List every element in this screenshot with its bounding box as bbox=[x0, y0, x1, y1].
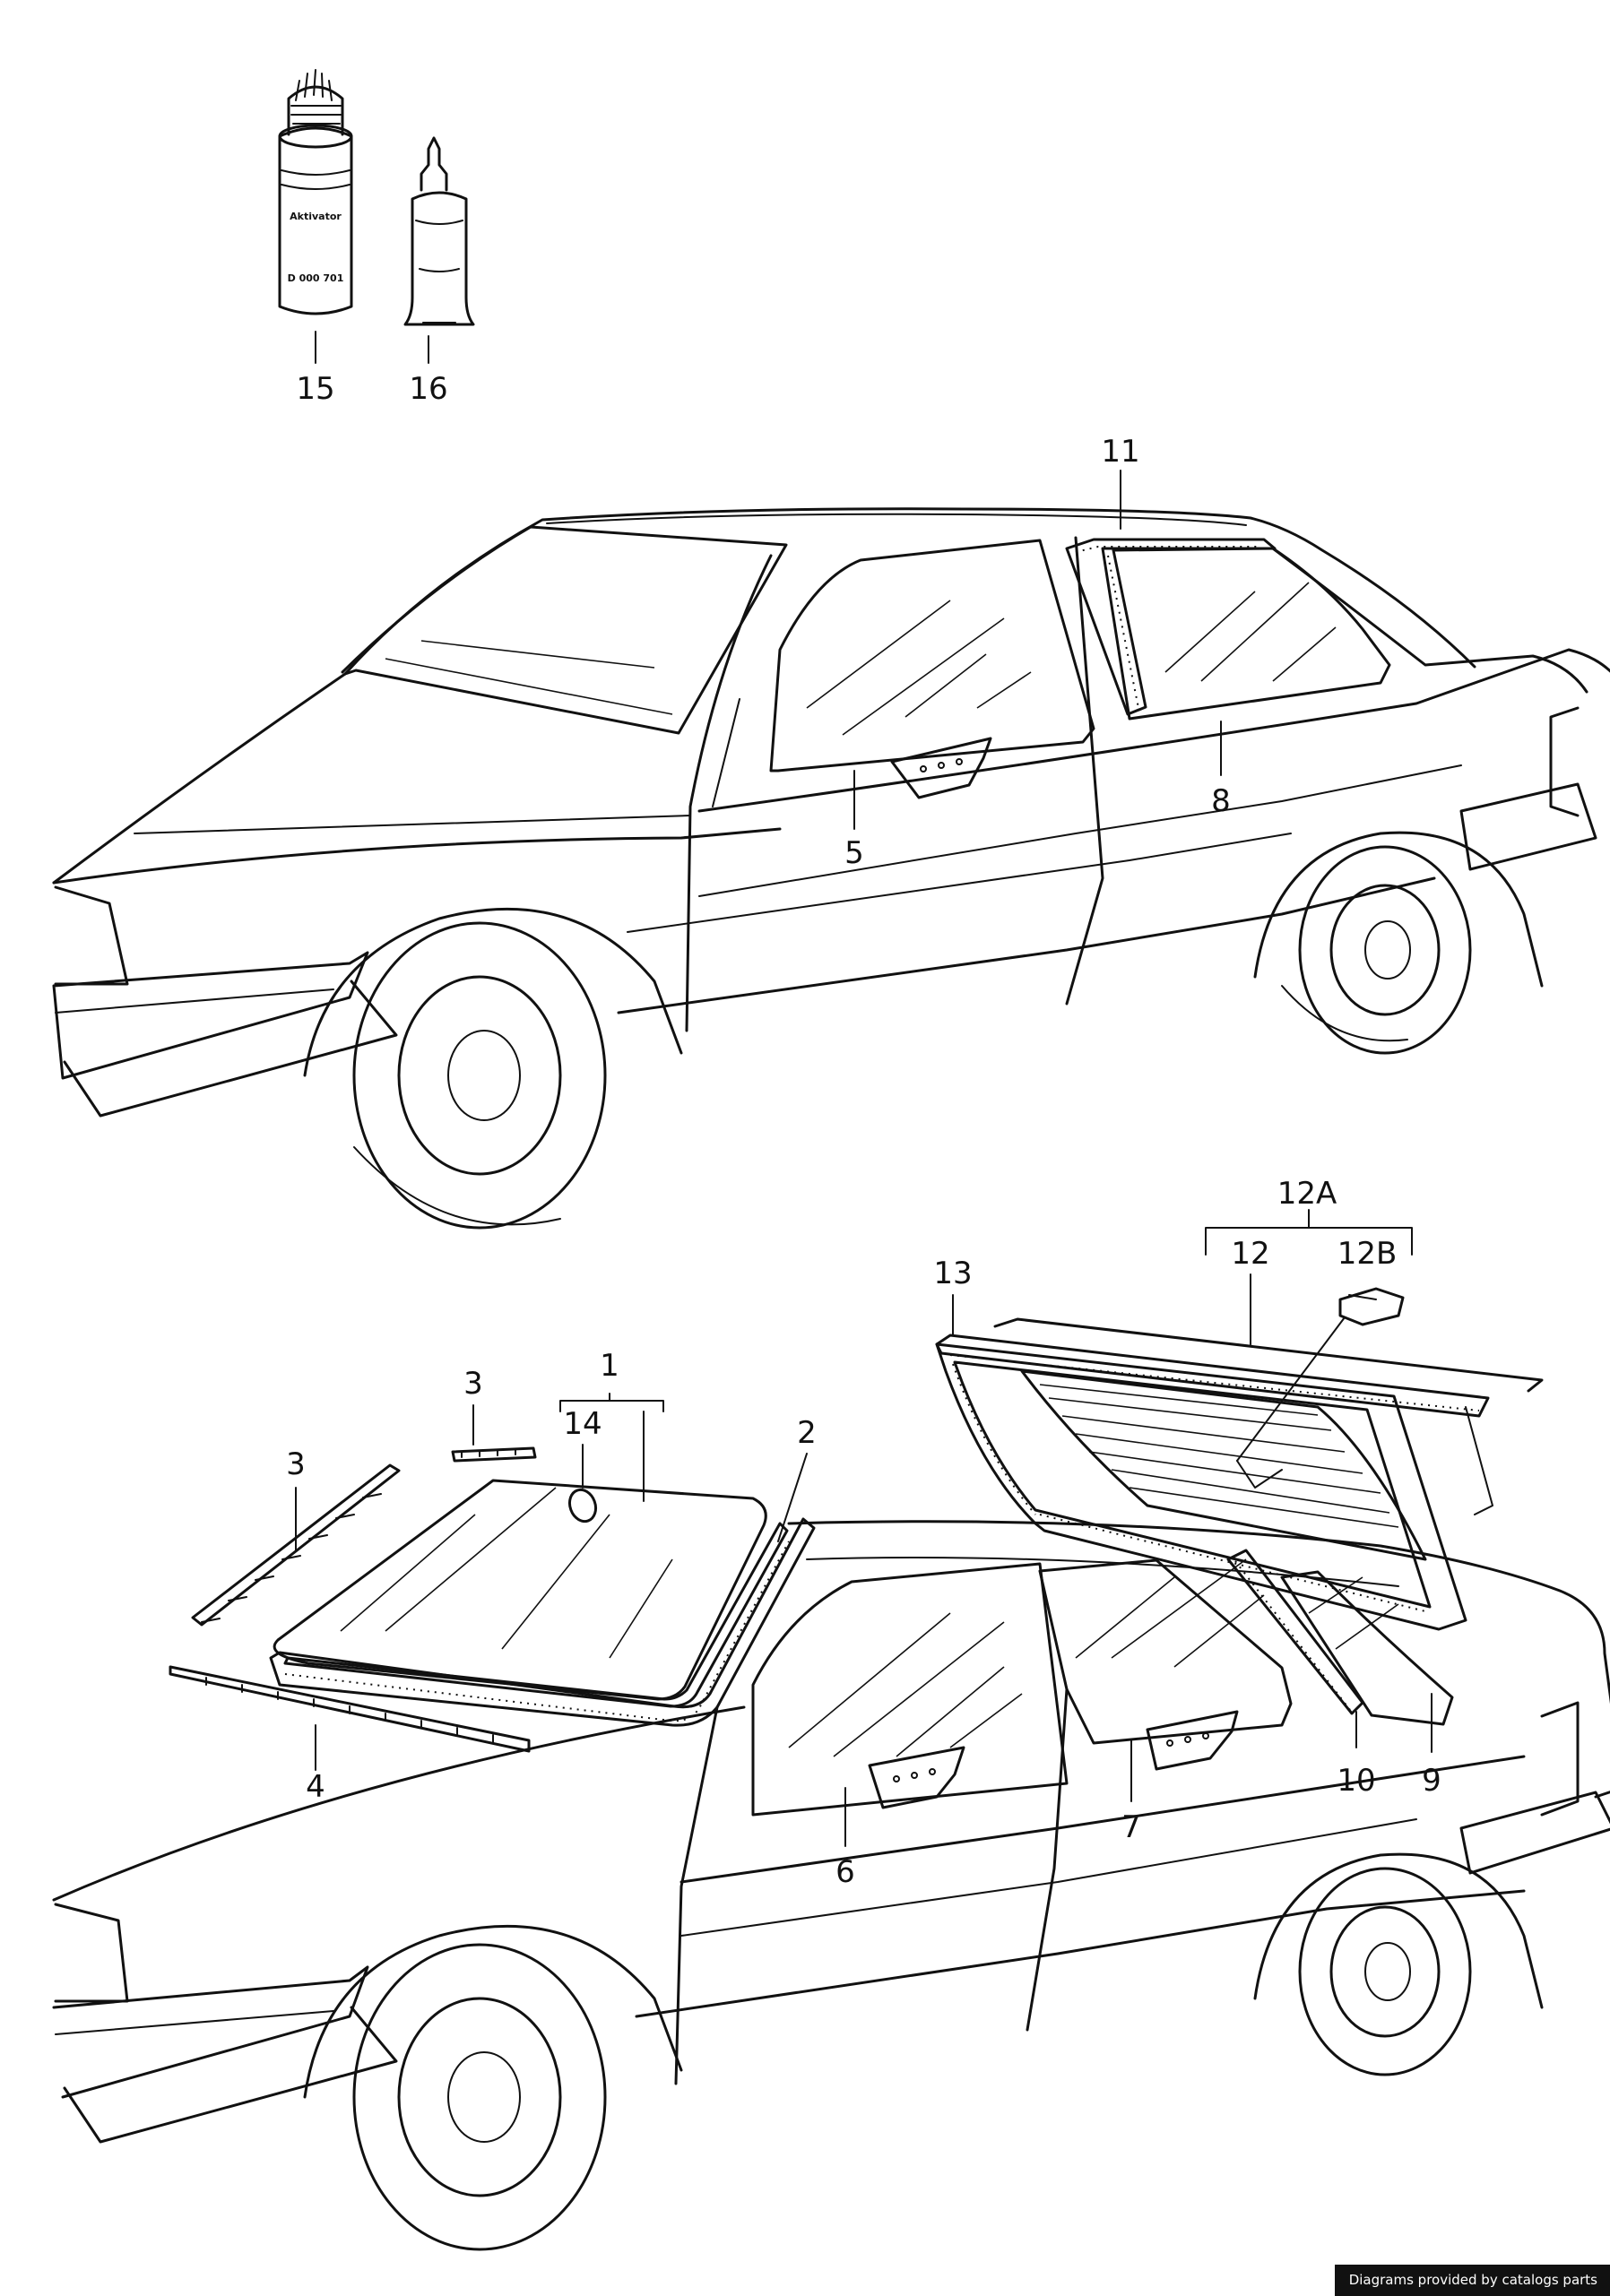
callout-13: 13 bbox=[933, 1256, 972, 1291]
activator-code: D 000 701 bbox=[288, 272, 344, 284]
callout-14: 14 bbox=[563, 1406, 602, 1442]
callout-12B: 12B bbox=[1337, 1236, 1398, 1272]
callout-12A: 12A bbox=[1277, 1176, 1337, 1212]
callout-10: 10 bbox=[1337, 1763, 1375, 1799]
callout-9: 9 bbox=[1422, 1763, 1441, 1799]
windscreen-1 bbox=[273, 1479, 767, 1701]
callout-7: 7 bbox=[1121, 1809, 1141, 1845]
lower-trim-4 bbox=[169, 1665, 531, 1753]
bottom-car-body bbox=[52, 1520, 1610, 2251]
trim-strips bbox=[191, 1446, 537, 1627]
top-car-body bbox=[52, 507, 1610, 1230]
activator-can: Aktivator D 000 701 bbox=[278, 69, 353, 315]
callout-2: 2 bbox=[797, 1415, 817, 1451]
callout-4: 4 bbox=[306, 1769, 325, 1805]
callout-12: 12 bbox=[1231, 1236, 1269, 1272]
callout-8: 8 bbox=[1211, 783, 1231, 819]
callout-16: 16 bbox=[409, 371, 447, 407]
adhesive-tube bbox=[403, 136, 475, 326]
rear-hatch-glass bbox=[935, 1317, 1544, 1631]
windscreen-seal bbox=[269, 1517, 816, 1727]
callout-5: 5 bbox=[844, 835, 864, 871]
callout-11: 11 bbox=[1101, 434, 1139, 470]
credit-banner: Diagrams provided by catalogs parts bbox=[1334, 2265, 1610, 2296]
callout-3a: 3 bbox=[463, 1366, 483, 1402]
clip-12b bbox=[1338, 1287, 1405, 1326]
callout-3b: 3 bbox=[286, 1446, 306, 1482]
activator-label: Aktivator bbox=[290, 211, 342, 222]
callout-1: 1 bbox=[600, 1348, 619, 1384]
callout-15: 15 bbox=[296, 371, 334, 407]
callout-6: 6 bbox=[835, 1854, 855, 1890]
